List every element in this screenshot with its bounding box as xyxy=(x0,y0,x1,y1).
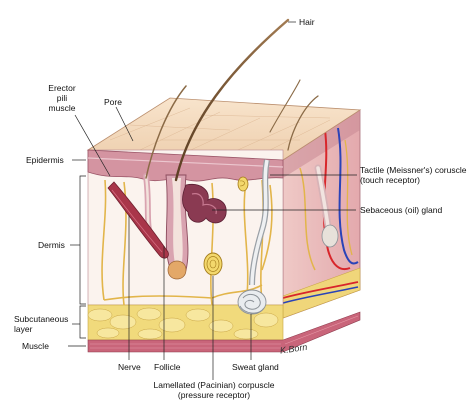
hair-shafts xyxy=(145,18,319,182)
subcutaneous-fat xyxy=(87,304,284,341)
label-muscle: Muscle xyxy=(22,341,49,351)
erector-pili-muscle xyxy=(107,181,169,259)
label-lamellated-corpuscle: Lamellated (Pacinian) corpuscle (pressur… xyxy=(152,380,276,400)
label-tactile-line2: (touch receptor) xyxy=(360,175,420,185)
label-pore: Pore xyxy=(104,97,122,107)
label-follicle: Follicle xyxy=(154,362,181,372)
label-subcutaneous-line1: Subcutaneous xyxy=(14,314,69,324)
label-erector-pili-muscle: Erector pili muscle xyxy=(40,83,84,113)
label-subcutaneous-line2: layer xyxy=(14,324,33,334)
label-lamellated-line1: Lamellated (Pacinian) corpuscle xyxy=(153,380,275,390)
label-erector-line2: pili xyxy=(56,93,68,103)
label-dermis: Dermis xyxy=(38,240,65,250)
block-side-face xyxy=(282,109,361,319)
vein-vessel xyxy=(337,127,359,265)
leader-lines xyxy=(68,21,357,380)
lamellated-corpuscle xyxy=(203,252,223,276)
label-sebaceous-gland: Sebaceous (oil) gland xyxy=(360,205,443,215)
label-nerve: Nerve xyxy=(118,362,141,372)
label-tactile-line1: Tactile (Meissner's) coruscle xyxy=(360,165,467,175)
muscle-layer xyxy=(87,311,361,353)
sweat-gland xyxy=(237,159,270,315)
artist-signature: K.Born xyxy=(279,342,308,356)
tactile-corpuscle xyxy=(237,176,249,192)
sebaceous-gland xyxy=(182,183,227,224)
label-epidermis: Epidermis xyxy=(26,155,64,165)
label-hair: Hair xyxy=(299,17,315,27)
label-lamellated-line2: (pressure receptor) xyxy=(177,390,251,400)
label-erector-line1: Erector xyxy=(48,83,76,93)
label-erector-line3: muscle xyxy=(48,103,76,113)
main-hair-shaft xyxy=(174,18,290,182)
label-tactile-corpuscle: Tactile (Meissner's) coruscle (touch rec… xyxy=(360,165,466,185)
label-sweat-gland: Sweat gland xyxy=(232,362,279,372)
epidermis-layer xyxy=(87,149,284,182)
label-subcutaneous-layer: Subcutaneous layer xyxy=(14,314,68,334)
